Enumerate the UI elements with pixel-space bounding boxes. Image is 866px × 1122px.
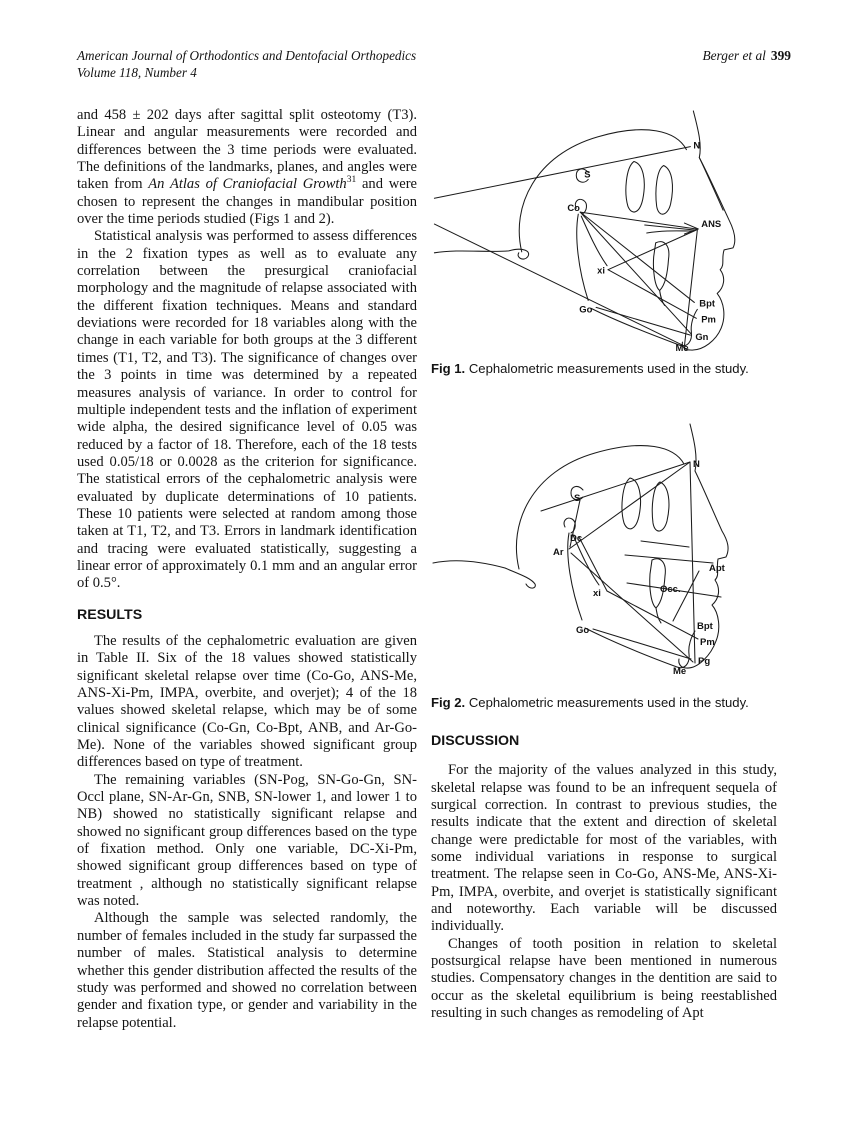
book-title: An Atlas of Craniofacial Growth bbox=[148, 176, 347, 193]
fig2-label-bpt: Bpt bbox=[697, 621, 714, 632]
figure-1-cephalometric-tracing: N S Co ANS xi Go Bpt Pm Gn Me bbox=[433, 110, 736, 353]
results-heading: RESULTS bbox=[77, 606, 143, 623]
fig2-label-pm: Pm bbox=[700, 637, 715, 648]
fig1-label-bpt: Bpt bbox=[699, 297, 716, 308]
fig2-label-n: N bbox=[693, 459, 700, 470]
fig2-label-dc: Dc bbox=[570, 533, 582, 544]
fig2-label-me: Me bbox=[673, 666, 686, 677]
fig1-label-ans: ANS bbox=[701, 218, 721, 229]
fig1-label-me: Me bbox=[676, 342, 689, 353]
fig2-label-s: S bbox=[574, 493, 580, 504]
paragraph-results-3: Although the sample was selected randoml… bbox=[77, 910, 417, 1031]
reference-superscript: 31 bbox=[346, 175, 357, 186]
discussion-heading: DISCUSSION bbox=[431, 733, 520, 749]
figure-2-caption: Fig 2. Cephalometric measurements used i… bbox=[431, 695, 777, 711]
page-number: 399 bbox=[770, 48, 791, 63]
fig1-label-co: Co bbox=[567, 202, 580, 213]
figure-1-caption-text: Cephalometric measurements used in the s… bbox=[465, 361, 749, 376]
journal-info: American Journal of Orthodontics and Den… bbox=[77, 48, 416, 81]
paragraph-methods-continued: and 458 ± 202 days after sagittal split … bbox=[77, 107, 417, 228]
paragraph-text: and were chosen to represent the changes… bbox=[77, 176, 417, 228]
fig2-label-ar: Ar bbox=[553, 547, 564, 558]
fig2-label-go: Go bbox=[576, 625, 589, 636]
fig1-label-xi: xi bbox=[597, 265, 605, 276]
figure-1-caption-label: Fig 1. bbox=[431, 361, 466, 376]
running-head: Berger et al 399 bbox=[702, 48, 791, 64]
fig1-label-pm: Pm bbox=[701, 313, 716, 324]
journal-title: American Journal of Orthodontics and Den… bbox=[77, 48, 417, 63]
fig1-label-n: N bbox=[693, 140, 700, 151]
journal-volume: Volume 118, Number 4 bbox=[77, 64, 197, 80]
fig2-label-occ: Occ. bbox=[660, 584, 681, 595]
figure-1-caption: Fig 1. Cephalometric measurements used i… bbox=[431, 361, 777, 377]
paragraph-results-1: The results of the cephalometric evaluat… bbox=[77, 632, 417, 771]
left-column: and 458 ± 202 days after sagittal split … bbox=[77, 107, 417, 1032]
figure-2-caption-label: Fig 2. bbox=[431, 695, 466, 710]
right-column: N S Co ANS xi Go Bpt Pm Gn Me Fig 1. Cep… bbox=[431, 107, 777, 1023]
fig1-label-gn: Gn bbox=[695, 331, 708, 342]
fig2-label-apt: Apt bbox=[709, 563, 726, 574]
fig2-label-pg: Pg bbox=[698, 656, 710, 667]
fig2-label-xi: xi bbox=[593, 588, 601, 599]
fig1-label-go: Go bbox=[579, 303, 592, 314]
paragraph-results-2: The remaining variables (SN-Pog, SN-Go-G… bbox=[77, 771, 417, 910]
figure-2-cephalometric-tracing: N S Dc Ar xi Go Occ. Apt Bpt Pm Pg Me bbox=[432, 423, 729, 677]
fig1-label-s: S bbox=[584, 168, 590, 179]
paragraph-discussion-1: For the majority of the values analyzed … bbox=[431, 762, 777, 935]
paragraph-discussion-2: Changes of tooth position in relation to… bbox=[431, 935, 777, 1022]
running-head-authors: Berger et al bbox=[702, 48, 766, 63]
page-header: American Journal of Orthodontics and Den… bbox=[77, 48, 791, 81]
paragraph-statistical-analysis: Statistical analysis was performed to as… bbox=[77, 228, 417, 592]
figure-2-caption-text: Cephalometric measurements used in the s… bbox=[465, 695, 749, 710]
paragraph-text: and 458 ± 202 days after sagittal split … bbox=[77, 107, 417, 193]
